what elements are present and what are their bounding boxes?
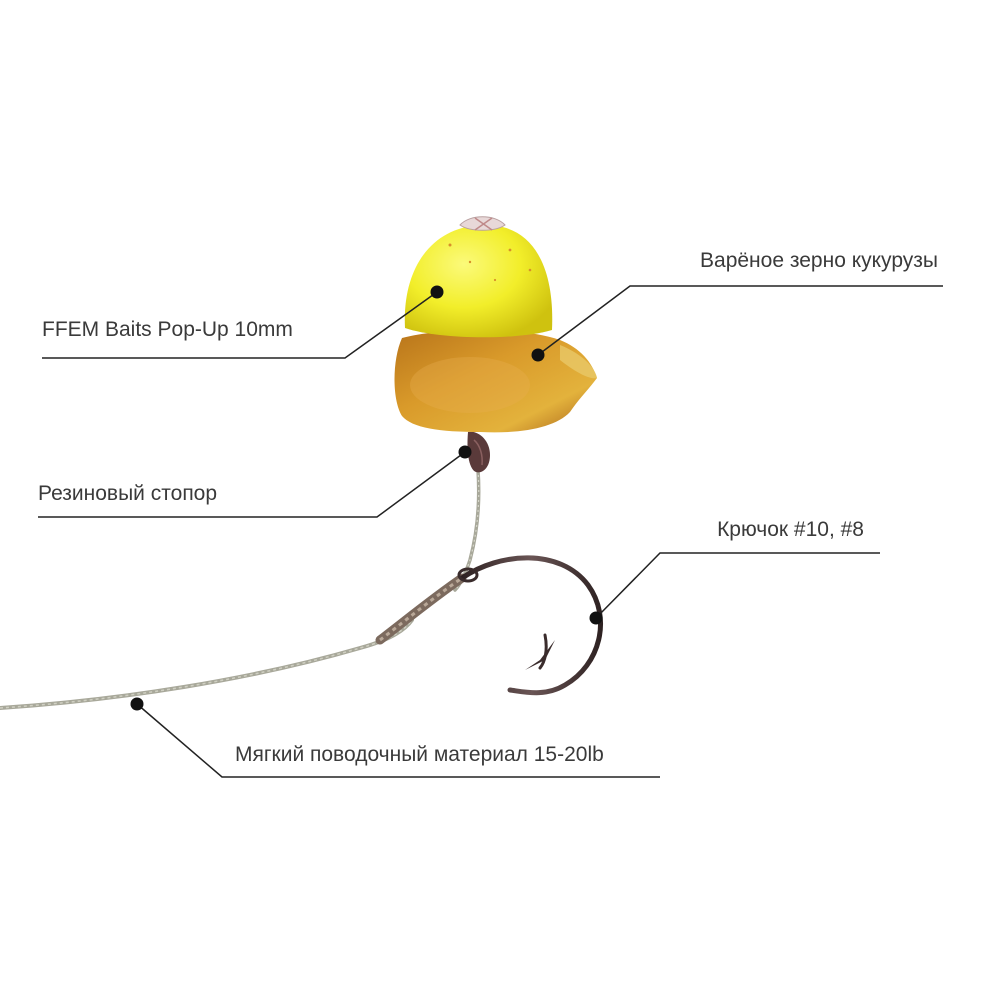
label-hook: Крючок #10, #8 — [717, 518, 864, 541]
callout-dot-popup — [430, 285, 444, 299]
callout-hook — [595, 552, 880, 619]
callout-corn — [537, 285, 943, 356]
callout-leader — [136, 703, 660, 778]
popup-ball-icon — [404, 216, 553, 338]
callout-stopper — [38, 451, 466, 518]
knot-wraps — [375, 573, 467, 645]
callout-dot-leader — [130, 697, 144, 711]
hook-icon — [457, 555, 603, 696]
label-corn: Варёное зерно кукурузы — [700, 249, 938, 272]
corn-kernel-icon — [394, 330, 597, 433]
rubber-stopper-icon — [467, 431, 490, 473]
label-popup: FFEM Baits Pop-Up 10mm — [42, 318, 293, 341]
label-leader: Мягкий поводочный материал 15-20lb — [235, 743, 604, 766]
callout-dot-corn — [531, 348, 545, 362]
callout-dot-stopper — [458, 445, 472, 459]
callout-dot-hook — [589, 611, 603, 625]
callout-popup — [42, 291, 438, 359]
label-stopper: Резиновый стопор — [38, 482, 218, 505]
